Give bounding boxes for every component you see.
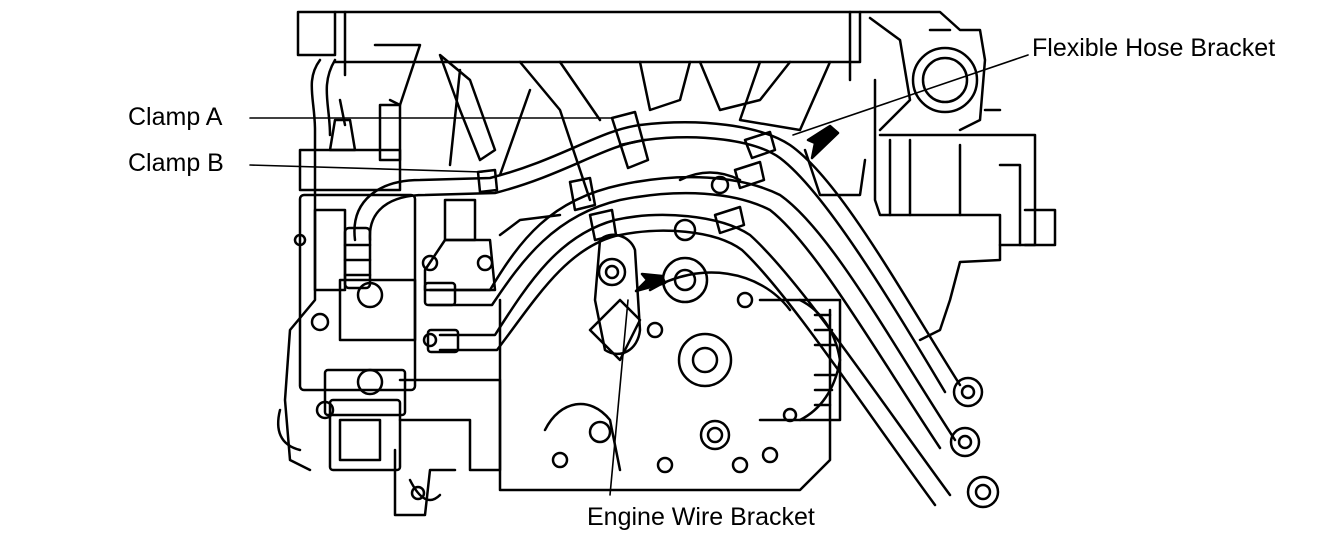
- engine-wire-bracket-label: Engine Wire Bracket: [587, 503, 815, 531]
- wire-bracket-leader: [609, 299, 629, 496]
- hose-bracket-arrow: [806, 124, 840, 160]
- hose-bracket-leader: [792, 54, 1029, 136]
- clamp-a-label: Clamp A: [128, 103, 223, 131]
- flexible-hose-bracket-label: Flexible Hose Bracket: [1032, 34, 1276, 62]
- lower-engine-block: [498, 175, 842, 492]
- clamp-b-label: Clamp B: [128, 149, 224, 177]
- flexible-hoses: [343, 121, 1000, 509]
- engine-block: [296, 10, 1057, 342]
- clamp-b-leader: [249, 164, 483, 173]
- pointer-arrows: [634, 124, 840, 293]
- wire-bracket-arrow: [634, 272, 667, 293]
- hose-clamps: [476, 110, 777, 242]
- leader-lines: [249, 54, 1029, 496]
